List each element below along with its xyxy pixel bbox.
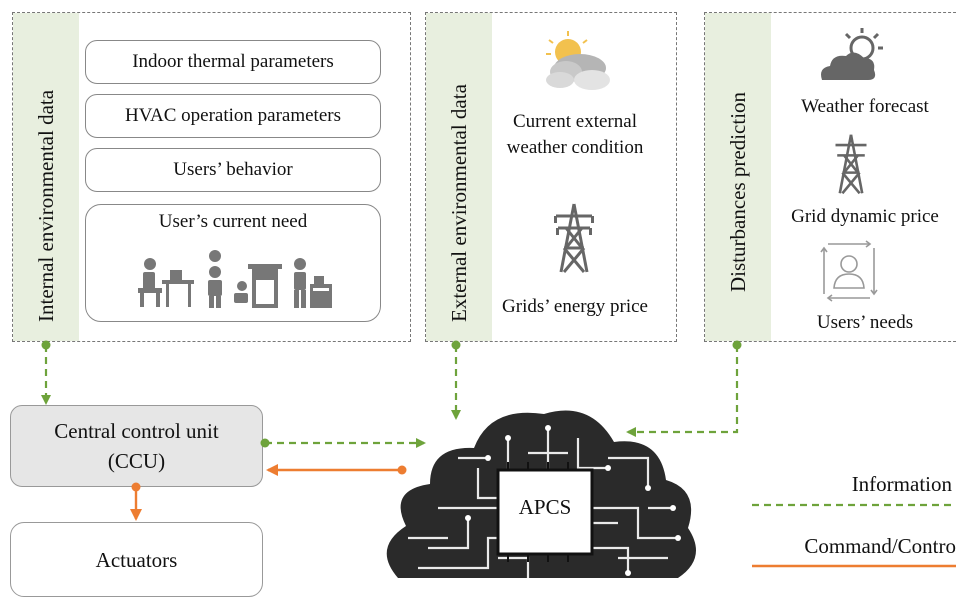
central-control-unit: Central control unit (CCU) bbox=[10, 405, 263, 487]
weather-condition-icon bbox=[546, 31, 610, 90]
actuators-box: Actuators bbox=[10, 522, 263, 597]
actuators-label: Actuators bbox=[95, 547, 178, 572]
grid-price-tower-icon bbox=[835, 134, 867, 195]
weather-forecast-icon bbox=[821, 28, 883, 80]
indoor-thermal-item: Indoor thermal parameters bbox=[85, 40, 381, 84]
users-behavior-item: Users’ behavior bbox=[85, 148, 381, 192]
weather-condition-line1: Current external bbox=[513, 111, 637, 132]
users-needs-label: Users’ needs bbox=[816, 312, 914, 333]
ccu-abbrev: (CCU) bbox=[107, 449, 166, 473]
transmission-tower-icon bbox=[554, 203, 594, 273]
hvac-operation-item: HVAC operation parameters bbox=[85, 94, 381, 138]
weather-condition-line2: weather condition bbox=[506, 137, 644, 158]
external-title-strip bbox=[426, 13, 492, 341]
users-needs-icon bbox=[820, 240, 878, 302]
grid-energy-price-label: Grids’ energy price bbox=[502, 296, 648, 317]
legend-command-label: Command/Contro bbox=[804, 534, 956, 558]
ccu-title: Central control unit bbox=[54, 419, 219, 443]
grid-dynamic-price-label: Grid dynamic price bbox=[791, 206, 939, 227]
disturbance-to-apcs-arrow bbox=[626, 345, 739, 437]
apcs-circuit-cloud bbox=[386, 410, 696, 578]
disturbances-title-strip bbox=[705, 13, 771, 341]
weather-forecast-label: Weather forecast bbox=[801, 96, 929, 117]
legend-information-label: Information bbox=[851, 472, 952, 496]
apcs-label: APCS bbox=[518, 495, 572, 519]
current-need-label: User’s current need bbox=[158, 211, 308, 232]
user-activity-icons bbox=[138, 250, 332, 308]
internal-title-strip bbox=[13, 13, 79, 341]
